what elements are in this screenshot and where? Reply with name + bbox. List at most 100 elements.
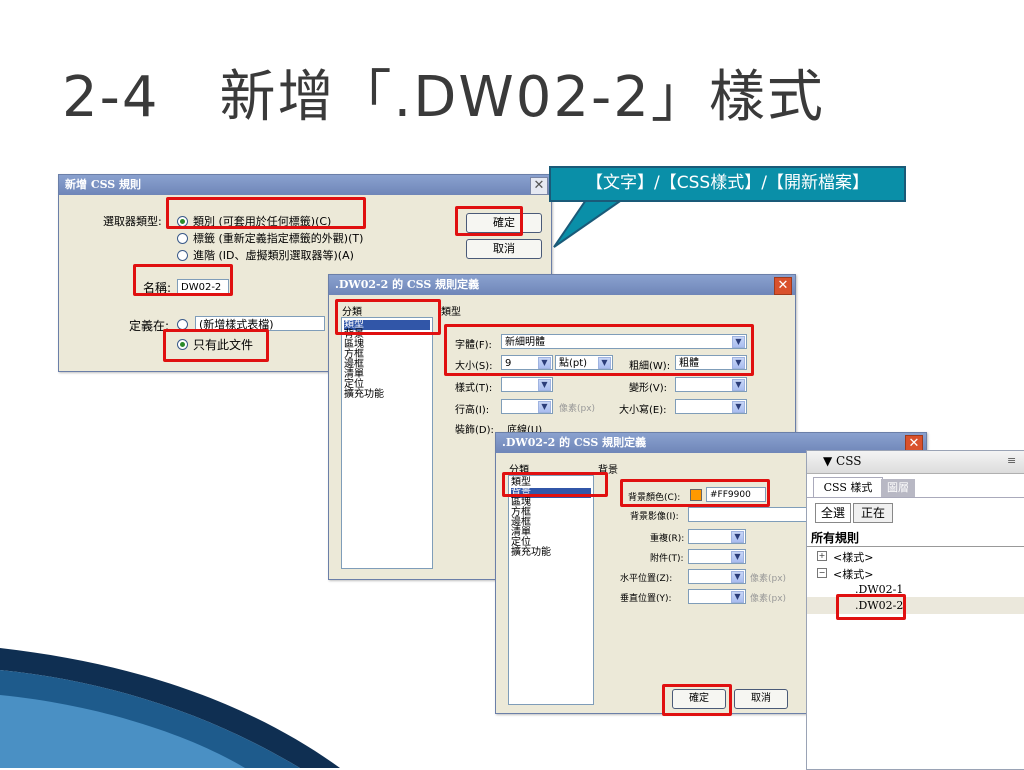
case-select[interactable] <box>675 399 747 414</box>
chevron-down-icon[interactable]: ▼ <box>731 551 744 563</box>
category-item[interactable]: 方框 <box>344 349 364 360</box>
category-header: 分類 <box>509 465 529 476</box>
panel-menu-icon[interactable]: ≡ <box>1007 454 1017 467</box>
rules-divider <box>807 546 1024 547</box>
bgimage-label: 背景影像(I): <box>630 512 679 522</box>
case-label: 大小寫(E): <box>619 405 667 416</box>
chevron-down-icon[interactable]: ▼ <box>731 591 744 603</box>
category-item[interactable]: 擴充功能 <box>511 547 551 558</box>
category-item[interactable]: 背景 <box>511 488 591 498</box>
name-label: 名稱: <box>143 281 172 295</box>
callout-pointer <box>553 196 630 248</box>
category-item[interactable]: 清單 <box>344 369 364 380</box>
name-input[interactable]: DW02-2 <box>177 279 229 294</box>
size-label: 大小(S): <box>455 361 493 372</box>
panel-title[interactable]: ▼ CSS <box>823 454 862 468</box>
chevron-down-icon[interactable]: ▼ <box>538 401 551 413</box>
font-label: 字體(F): <box>455 340 492 351</box>
decoration-underline[interactable]: 底線(U) <box>507 425 543 436</box>
chevron-down-icon[interactable]: ▼ <box>598 357 611 369</box>
category-item[interactable]: 定位 <box>511 537 531 548</box>
category-item[interactable]: 定位 <box>344 379 364 390</box>
color-swatch[interactable] <box>690 489 702 501</box>
define-in-label: 定義在: <box>129 319 170 333</box>
menu-path-callout: 【文字】/【CSS樣式】/【開新檔案】 <box>549 166 906 202</box>
cancel-button[interactable]: 取消 <box>466 239 542 259</box>
chevron-down-icon[interactable]: ▼ <box>732 336 745 348</box>
this-doc-label: 只有此文件 <box>193 338 254 352</box>
font-select[interactable]: 新細明體 <box>501 334 747 349</box>
category-item[interactable]: 區塊 <box>511 497 531 508</box>
hpos-unit: 像素(px) <box>750 574 787 584</box>
decoration-label: 裝飾(D): <box>455 425 494 436</box>
tab-underline <box>807 497 1024 498</box>
panel-header: ▼ CSS ≡ <box>807 451 1024 474</box>
vpos-unit: 像素(px) <box>750 594 787 604</box>
tab-css-styles[interactable]: CSS 樣式 <box>813 477 883 498</box>
category-item[interactable]: 類型 <box>344 320 430 330</box>
radio-this-doc[interactable] <box>177 339 188 350</box>
decorative-swoosh <box>0 648 340 768</box>
section-header: 背景 <box>598 465 618 476</box>
close-icon[interactable]: ✕ <box>774 277 792 295</box>
ok-button[interactable]: 確定 <box>466 213 542 233</box>
section-header: 類型 <box>441 307 461 318</box>
category-item[interactable]: 清單 <box>511 527 531 538</box>
close-icon[interactable]: ✕ <box>530 177 548 195</box>
radio-tag[interactable] <box>177 233 188 244</box>
chevron-down-icon[interactable]: ▼ <box>732 401 745 413</box>
show-current-button[interactable]: 正在 <box>853 503 893 523</box>
ok-button[interactable]: 確定 <box>672 689 726 709</box>
collapse-icon[interactable]: − <box>817 568 827 578</box>
show-all-button[interactable]: 全選 <box>815 503 851 523</box>
tab-label: CSS 樣式 <box>823 481 873 494</box>
selector-type-label: 選取器類型: <box>103 215 162 228</box>
chevron-down-icon[interactable]: ▼ <box>731 571 744 583</box>
option-advanced-label: 進階 (ID、虛擬類別選取器等)(A) <box>193 249 354 262</box>
repeat-label: 重複(R): <box>650 534 685 544</box>
dialog-title: .DW02-2 的 CSS 規則定義 <box>329 275 795 295</box>
rule-item[interactable]: <樣式> <box>833 551 874 564</box>
category-list[interactable]: 類型 背景 區塊 方框 邊框 清單 定位 擴充功能 <box>341 317 433 569</box>
rule-item-selected-row <box>807 597 1024 614</box>
rule-item[interactable]: .DW02-1 <box>855 583 904 596</box>
chevron-down-icon[interactable]: ▼ <box>732 379 745 391</box>
lineheight-label: 行高(I): <box>455 405 490 416</box>
bgimage-input[interactable] <box>688 507 808 522</box>
chevron-down-icon[interactable]: ▼ <box>538 379 551 391</box>
bgcolor-input[interactable]: #FF9900 <box>706 487 766 502</box>
rule-item[interactable]: <樣式> <box>833 568 874 581</box>
vpos-label: 垂直位置(Y): <box>620 594 672 604</box>
hpos-label: 水平位置(Z): <box>620 574 673 584</box>
option-tag-label: 標籤 (重新定義指定標籤的外觀)(T) <box>193 232 364 245</box>
rules-header: 所有規則 <box>811 531 860 545</box>
lineheight-unit: 像素(px) <box>559 404 596 414</box>
category-list[interactable]: 類型 背景 區塊 方框 邊框 清單 定位 擴充功能 <box>508 475 594 705</box>
category-item[interactable]: 區塊 <box>344 339 364 350</box>
chevron-down-icon[interactable]: ▼ <box>732 357 745 369</box>
category-header: 分類 <box>342 307 362 318</box>
category-item[interactable]: 擴充功能 <box>344 389 384 400</box>
radio-new-sheet[interactable] <box>177 319 188 330</box>
new-sheet-select[interactable]: (新增樣式表檔) <box>195 316 325 331</box>
variant-label: 變形(V): <box>629 383 668 394</box>
chevron-down-icon[interactable]: ▼ <box>538 357 551 369</box>
category-item[interactable]: 邊框 <box>344 359 364 370</box>
weight-label: 粗細(W): <box>629 361 671 372</box>
close-icon[interactable]: ✕ <box>905 435 923 453</box>
weight-select[interactable]: 粗體 <box>675 355 747 370</box>
category-item[interactable]: 類型 <box>511 477 531 488</box>
option-class-label: 類別 (可套用於任何標籤)(C) <box>193 215 332 228</box>
category-item[interactable]: 方框 <box>511 507 531 518</box>
dialog-title: .DW02-2 的 CSS 規則定義 <box>496 433 926 453</box>
chevron-down-icon[interactable]: ▼ <box>731 531 744 543</box>
rule-item[interactable]: .DW02-2 <box>855 599 904 612</box>
radio-advanced[interactable] <box>177 250 188 261</box>
radio-class[interactable] <box>177 216 188 227</box>
cancel-button[interactable]: 取消 <box>734 689 788 709</box>
expand-icon[interactable]: + <box>817 551 827 561</box>
variant-select[interactable] <box>675 377 747 392</box>
tab-layers[interactable]: 圖層 <box>881 479 915 497</box>
category-item[interactable]: 邊框 <box>511 517 531 528</box>
bgcolor-label: 背景顏色(C): <box>628 493 681 503</box>
